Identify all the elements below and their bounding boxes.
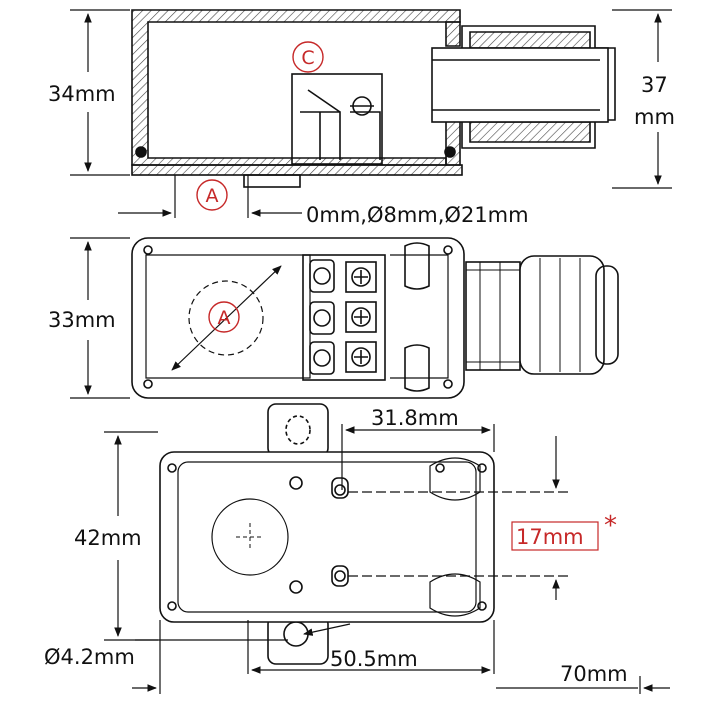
base-dimension-lines: [104, 424, 670, 694]
contact-callout-circle: [292, 41, 324, 73]
side-section-view: [131, 9, 616, 188]
enclosure-outline-top: [131, 237, 465, 399]
top-height-label: 33mm: [48, 308, 116, 332]
terminal-block-section: [291, 73, 383, 165]
base-height-label: 42mm: [74, 526, 142, 550]
terminal-pitch-box: [511, 521, 599, 551]
side-height-label: 34mm: [48, 82, 116, 106]
hole-callout-circle-top: [208, 301, 240, 333]
base-view: [159, 403, 495, 665]
mount-hole-label: Ø4.2mm: [44, 645, 135, 669]
gland-height-unit: mm: [634, 105, 675, 129]
hole-spacing-label: 50.5mm: [330, 647, 418, 671]
hole-knockout-base: [211, 498, 289, 576]
mount-spacing-label: 31.8mm: [371, 406, 459, 430]
mounting-boss: [243, 174, 301, 188]
enclosure-outline-base: [159, 451, 495, 623]
mount-tab-top: [267, 403, 329, 457]
side-dimension-lines: [70, 9, 672, 218]
hole-sizes-label: 0mm,Ø8mm,Ø21mm: [306, 203, 529, 227]
cable-gland-top: [519, 255, 605, 375]
terminal-pitch-asterisk: *: [604, 511, 617, 541]
terminal-block-top: [302, 254, 386, 381]
contact-callout-label: C: [301, 47, 314, 69]
terminal-pitch-label: 17mm: [516, 525, 584, 549]
hole-callout-label-top: A: [218, 307, 231, 329]
overall-length-label: 70mm: [560, 662, 628, 686]
top-inside-view: [131, 237, 619, 399]
housing-section: [131, 9, 461, 166]
hole-callout-circle-side: [196, 179, 228, 211]
lid-section: [131, 164, 463, 176]
hole-callout-label-side: A: [206, 185, 219, 207]
gland-height-value: 37: [641, 73, 668, 97]
top-dimension-lines: [70, 237, 130, 399]
